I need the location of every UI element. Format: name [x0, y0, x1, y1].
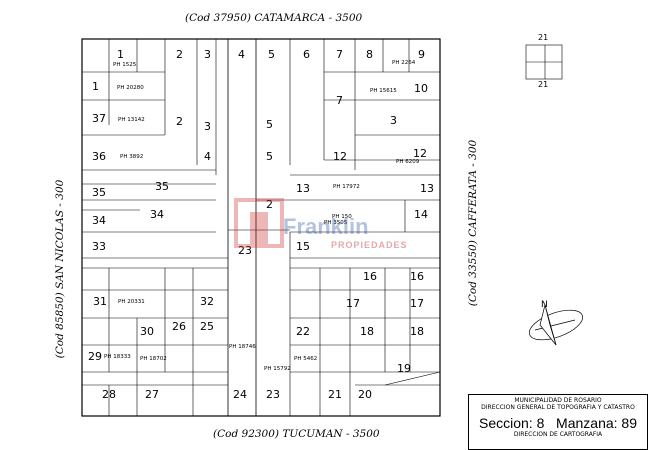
inset-detail	[525, 44, 563, 80]
lot-24: 24	[233, 388, 247, 401]
lot-18: 18	[360, 325, 374, 338]
lot-34-b: 34	[150, 208, 164, 221]
manzana-label: Manzana:	[556, 415, 618, 431]
watermark-sub: PROPIEDADES	[331, 240, 408, 250]
lot-32: 32	[200, 295, 214, 308]
lot-4-b: 4	[204, 150, 211, 163]
seccion-value: 8	[536, 415, 545, 431]
lot-14: 14	[414, 208, 428, 221]
lot-21: 21	[328, 388, 342, 401]
lot-12: 12	[413, 147, 427, 160]
ph-1525: PH 1525	[113, 62, 137, 68]
lot-35: 35	[92, 186, 106, 199]
watermark-logo	[234, 198, 284, 248]
title-cartografia: DIRECCION DE CARTOGRAFIA	[513, 431, 603, 438]
lot-35-b: 35	[155, 180, 169, 193]
lot-4: 4	[238, 48, 245, 61]
title-municipalidad: MUNICIPALIDAD DE ROSARIO	[514, 397, 602, 404]
lot-2: 2	[176, 48, 183, 61]
street-tucuman: (Cod 92300) TUCUMAN - 3500	[213, 428, 380, 440]
lot-22: 22	[296, 325, 310, 338]
ph-17972: PH 17972	[333, 184, 360, 190]
lot-17: 17	[346, 297, 360, 310]
lot-5-c: 5	[266, 118, 273, 131]
north-label: N	[541, 300, 548, 310]
ph-18333: PH 18333	[104, 354, 131, 360]
lot-15: 15	[296, 240, 310, 253]
north-arrow	[529, 304, 583, 346]
lot-3: 3	[204, 48, 211, 61]
ph-5462: PH 5462	[294, 356, 317, 362]
lot-11: 3	[390, 114, 397, 127]
lot-25: 25	[200, 320, 214, 333]
ph-20280: PH 20280	[117, 85, 144, 91]
lot-6: 6	[303, 48, 310, 61]
lot-16-b: 16	[410, 270, 424, 283]
ph-3505: PH 3505	[324, 220, 348, 226]
lot-33: 33	[92, 240, 106, 253]
lot-27: 27	[145, 388, 159, 401]
lot-20: 20	[358, 388, 372, 401]
lot-10: 10	[414, 82, 428, 95]
lot-12-b: 12	[333, 150, 347, 163]
seccion-manzana: Seccion: 8 Manzana: 89	[469, 415, 647, 431]
block-outline	[81, 38, 441, 417]
lot-17-b: 17	[410, 297, 424, 310]
inset-lot-a: 21	[538, 33, 548, 42]
seccion-label: Seccion:	[478, 415, 533, 431]
lot-8: 8	[366, 48, 373, 61]
ph-150: PH 150	[332, 214, 352, 220]
lot-31: 31	[93, 295, 107, 308]
lot-9: 9	[418, 48, 425, 61]
lot-29: 29	[88, 350, 102, 363]
ph-3892: PH 3892	[120, 154, 143, 160]
lot-5-d: 2	[266, 198, 273, 211]
lot-7: 7	[336, 48, 343, 61]
title-direccion: DIRECCION GENERAL DE TOPOGRAFIA Y CATAST…	[481, 404, 635, 411]
lot-37: 37	[92, 112, 106, 125]
lot-3-b: 3	[204, 120, 211, 133]
ph-2264: PH 2264	[392, 60, 416, 66]
lot-1-b: 1	[92, 80, 99, 93]
ph-18702: PH 18702	[140, 356, 167, 362]
lot-28: 28	[102, 388, 116, 401]
lot-13-b: 13	[420, 182, 434, 195]
ph-13142: PH 13142	[118, 117, 145, 123]
watermark-brand: Franklin	[283, 214, 369, 239]
lot-7-b: 7	[336, 94, 343, 107]
lot-36: 36	[92, 150, 106, 163]
lot-23: 23	[238, 244, 252, 257]
lot-5-b: 5	[266, 150, 273, 163]
lot-5: 5	[268, 48, 275, 61]
ph-15792: PH 15792	[264, 366, 291, 372]
ph-15615: PH 15615	[370, 88, 397, 94]
title-block: MUNICIPALIDAD DE ROSARIO DIRECCION GENER…	[468, 394, 648, 450]
lot-1: 1	[117, 48, 124, 61]
lot-18-b: 18	[410, 325, 424, 338]
inset-lot-b: 21	[538, 80, 548, 89]
lot-30: 30	[140, 325, 154, 338]
street-catamarca: (Cod 37950) CATAMARCA - 3500	[185, 12, 363, 24]
lot-34: 34	[92, 214, 106, 227]
lot-26: 26	[172, 320, 186, 333]
parcel-lines	[82, 39, 441, 416]
manzana-value: 89	[621, 415, 637, 431]
lot-2-b: 2	[176, 115, 183, 128]
lot-19: 19	[397, 362, 411, 375]
ph-18746: PH 18746	[229, 344, 256, 350]
ph-20331: PH 20331	[118, 299, 145, 305]
lot-23b: 23	[266, 388, 280, 401]
lot-13: 13	[296, 182, 310, 195]
lot-16: 16	[363, 270, 377, 283]
ph-6209: PH 6209	[396, 159, 420, 165]
